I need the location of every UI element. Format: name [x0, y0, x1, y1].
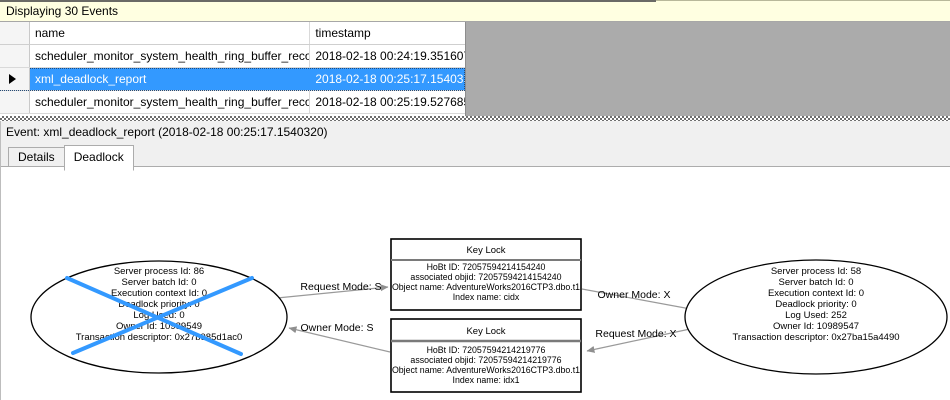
column-header-timestamp[interactable]: timestamp: [315, 26, 371, 40]
row-header-cell: [0, 68, 30, 90]
row-header-cell: [0, 45, 30, 67]
svg-text:Server process Id: 58: Server process Id: 58: [771, 266, 861, 277]
svg-text:associated objid: 720575942142: associated objid: 72057594214219776: [410, 355, 561, 365]
svg-text:Execution context Id: 0: Execution context Id: 0: [768, 288, 864, 299]
svg-text:Execution context Id: 0: Execution context Id: 0: [111, 288, 207, 299]
event-name-cell: scheduler_monitor_system_health_ring_buf…: [30, 45, 311, 67]
svg-text:Object name: AdventureWorks201: Object name: AdventureWorks2016CTP3.dbo.…: [392, 282, 580, 292]
row-header-cell: [0, 91, 30, 113]
svg-text:HoBt ID: 72057594214154240: HoBt ID: 72057594214154240: [427, 262, 546, 272]
svg-text:HoBt ID: 72057594214219776: HoBt ID: 72057594214219776: [427, 345, 546, 355]
event-timestamp-cell: 2018-02-18 00:25:17.1540320: [310, 68, 466, 90]
event-detail-pane: Event: xml_deadlock_report (2018-02-18 0…: [0, 121, 950, 400]
process-node: [684, 259, 948, 375]
edge-owner-s: [288, 326, 391, 353]
selected-event-label: Event: xml_deadlock_report (2018-02-18 0…: [6, 125, 328, 139]
edge-label-request-s: Request Mode: S: [300, 281, 381, 293]
event-timestamp-cell: 2018-02-18 00:24:19.3516078: [315, 49, 466, 63]
events-count-bar: Displaying 30 Events: [0, 0, 950, 22]
edge-owner-x: [581, 288, 697, 313]
svg-text:Server batch Id: 0: Server batch Id: 0: [122, 277, 197, 288]
svg-text:Transaction descriptor: 0x27ba: Transaction descriptor: 0x27ba15a4490: [732, 332, 899, 343]
svg-text:Index name: idx1: Index name: idx1: [453, 375, 520, 385]
edge-request-x: [586, 328, 691, 353]
process-right-text: Server process Id: 58 Server batch Id: 0…: [732, 266, 899, 343]
svg-text:Owner Id: 10989549: Owner Id: 10989549: [116, 321, 202, 332]
svg-text:Log Used: 252: Log Used: 252: [785, 310, 847, 321]
deadlock-tab-content: Server process Id: 86 Server batch Id: 0…: [1, 166, 950, 400]
table-header-row: name timestamp: [0, 22, 465, 45]
resource-node-top: Key Lock HoBt ID: 72057594214154240 asso…: [390, 238, 582, 311]
event-name-cell: scheduler_monitor_system_health_ring_buf…: [30, 91, 311, 113]
edge-request-s: [276, 284, 389, 299]
current-row-arrow-icon: [9, 74, 16, 84]
window-top-edge: [0, 0, 656, 2]
table-row[interactable]: scheduler_monitor_system_health_ring_buf…: [0, 45, 465, 68]
svg-text:Server batch Id: 0: Server batch Id: 0: [779, 277, 854, 288]
event-timestamp-cell: 2018-02-18 00:25:19.5276859: [315, 95, 466, 109]
events-count-label: Displaying 30 Events: [6, 4, 119, 18]
victim-cross-line: [71, 276, 254, 355]
event-name-cell: xml_deadlock_report: [29, 68, 311, 90]
table-row[interactable]: scheduler_monitor_system_health_ring_buf…: [0, 91, 465, 114]
row-header-corner: [0, 22, 30, 44]
events-grid-area: name timestamp scheduler_monitor_system_…: [0, 22, 950, 116]
resource-title: Key Lock: [466, 326, 505, 337]
svg-text:Deadlock priority: 0: Deadlock priority: 0: [775, 299, 856, 310]
svg-text:associated objid: 720575942141: associated objid: 72057594214154240: [410, 272, 561, 282]
svg-text:Transaction descriptor: 0x27b9: Transaction descriptor: 0x27b985d1ac0: [76, 332, 243, 343]
edge-label-owner-x: Owner Mode: X: [598, 289, 671, 301]
tab-deadlock[interactable]: Deadlock: [63, 145, 134, 171]
svg-text:Deadlock priority: 0: Deadlock priority: 0: [118, 299, 199, 310]
edge-label-request-x: Request Mode: X: [595, 328, 676, 340]
events-table: name timestamp scheduler_monitor_system_…: [0, 22, 466, 116]
edge-label-owner-s: Owner Mode: S: [301, 322, 374, 334]
resource-title: Key Lock: [466, 245, 505, 256]
table-row-selected[interactable]: xml_deadlock_report 2018-02-18 00:25:17.…: [0, 68, 466, 91]
deadlock-graph[interactable]: Server process Id: 86 Server batch Id: 0…: [1, 167, 950, 400]
column-header-name[interactable]: name: [30, 22, 311, 44]
svg-text:Server process Id: 86: Server process Id: 86: [114, 266, 204, 277]
svg-text:Index name: cidx: Index name: cidx: [453, 292, 520, 302]
svg-text:Object name: AdventureWorks201: Object name: AdventureWorks2016CTP3.dbo.…: [392, 365, 580, 375]
victim-cross-line: [65, 276, 243, 356]
resource-node-bottom: Key Lock HoBt ID: 72057594214219776 asso…: [390, 318, 582, 393]
svg-text:Owner Id: 10989547: Owner Id: 10989547: [773, 321, 859, 332]
horizontal-splitter[interactable]: [0, 116, 950, 121]
tab-details[interactable]: Details: [8, 147, 65, 168]
